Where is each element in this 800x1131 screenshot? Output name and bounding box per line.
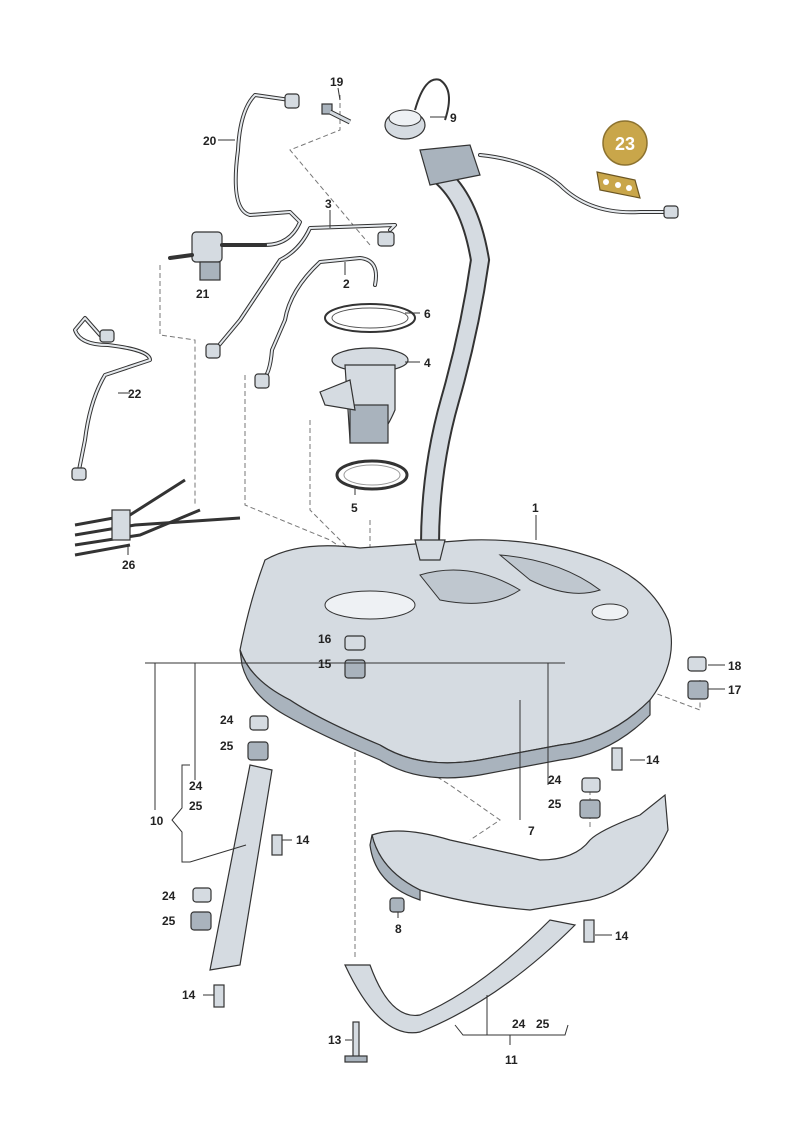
strap-11 (344, 747, 623, 1034)
label-22: 22 (128, 387, 142, 401)
nut-8 (389, 897, 405, 913)
label-24c: 24 (548, 773, 562, 787)
grommet-15 (344, 659, 366, 679)
label-2: 2 (343, 277, 350, 291)
label-25b: 25 (189, 799, 203, 813)
label-14a: 14 (646, 753, 660, 767)
line-2 (254, 256, 378, 389)
label-25a: 25 (220, 739, 234, 753)
label-24a: 24 (220, 713, 234, 727)
seal-6 (324, 303, 416, 333)
cap-18 (687, 656, 707, 672)
label-11: 11 (505, 1053, 518, 1067)
ring-5 (335, 459, 409, 491)
line-22 (71, 316, 152, 481)
label-8: 8 (395, 922, 402, 936)
label-20: 20 (203, 134, 217, 148)
label-17: 17 (728, 683, 742, 697)
leader-lines (118, 87, 725, 1045)
line-20 (233, 93, 302, 247)
label-24d: 24 (162, 889, 176, 903)
grommet-17 (687, 680, 709, 700)
heat-shield-7 (369, 793, 669, 911)
label-7: 7 (528, 824, 535, 838)
filler-neck (414, 144, 491, 561)
line-3 (205, 223, 397, 359)
fuel-pump-4 (319, 347, 409, 444)
label-16: 16 (318, 632, 332, 646)
label-5: 5 (351, 501, 358, 515)
bolt-13 (344, 1021, 368, 1063)
fuel-tank (239, 539, 673, 779)
label-14b: 14 (296, 833, 310, 847)
label-6: 6 (424, 307, 431, 321)
label-13: 13 (328, 1033, 342, 1047)
label-24e: 24 (512, 1017, 526, 1031)
part-23-clip[interactable]: 23 (596, 120, 648, 199)
grommet-16 (344, 635, 366, 651)
label-14d: 14 (182, 988, 196, 1002)
label-21: 21 (196, 287, 210, 301)
label-9: 9 (450, 111, 457, 125)
label-18: 18 (728, 659, 742, 673)
label-25d: 25 (162, 914, 176, 928)
label-23: 23 (615, 134, 635, 154)
part-labels: 19 9 20 3 2 21 6 4 22 5 1 26 16 15 18 17… (122, 75, 742, 1067)
label-3: 3 (325, 197, 332, 211)
label-19: 19 (330, 75, 344, 89)
vent-line (478, 153, 679, 219)
label-10: 10 (150, 814, 164, 828)
fuel-cap (384, 78, 450, 140)
valve-21 (168, 231, 267, 281)
label-14c: 14 (615, 929, 629, 943)
label-4: 4 (424, 356, 431, 370)
label-25e: 25 (536, 1017, 550, 1031)
bolt-19 (321, 103, 352, 125)
label-24b: 24 (189, 779, 203, 793)
label-25c: 25 (548, 797, 562, 811)
line-bundle-26 (74, 478, 241, 557)
highlight-badge (602, 120, 648, 166)
strap-10 (190, 715, 283, 1008)
label-15: 15 (318, 657, 332, 671)
label-26: 26 (122, 558, 136, 572)
label-1: 1 (532, 501, 539, 515)
